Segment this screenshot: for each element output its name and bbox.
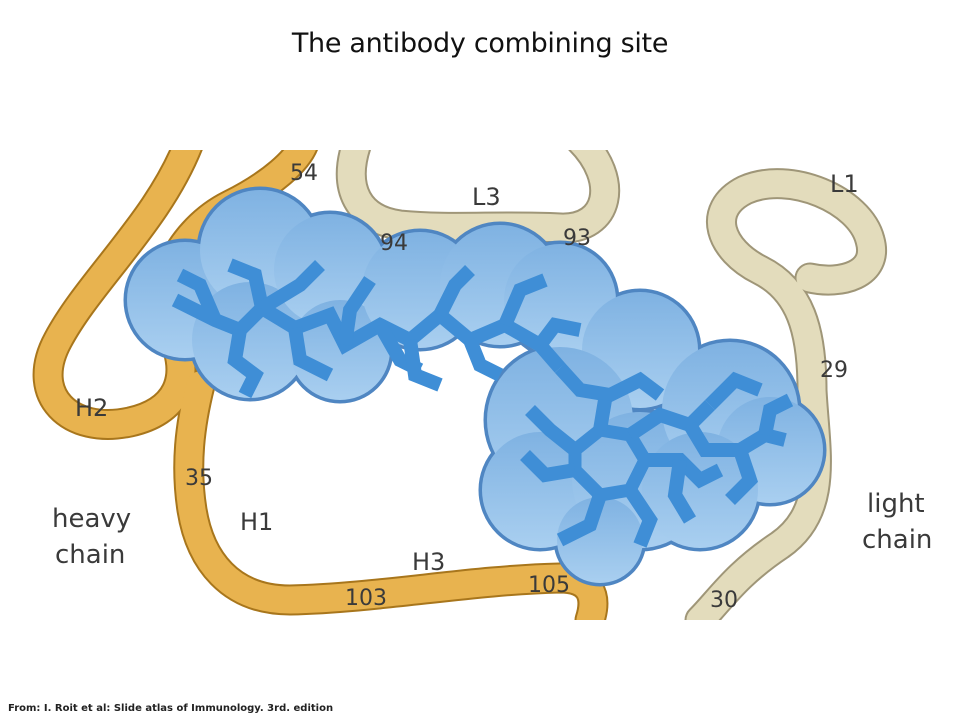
region-L3: L3 bbox=[472, 183, 501, 211]
region-labels: L3 L1 H2 H1 H3 bbox=[75, 170, 859, 576]
region-H3: H3 bbox=[412, 548, 445, 576]
light-chain-label-line-2: chain bbox=[862, 525, 932, 555]
heavy-chain-label-line-1: heavy bbox=[52, 504, 131, 534]
heavy-chain-label-line-2: chain bbox=[55, 540, 125, 570]
region-L1: L1 bbox=[830, 170, 859, 198]
residue-93: 93 bbox=[563, 226, 591, 251]
residue-labels: 54 35 103 105 94 93 29 30 bbox=[185, 161, 848, 613]
chain-labels: heavy chain light chain bbox=[52, 489, 932, 570]
antibody-combining-site-figure: 54 35 103 105 94 93 29 30 L3 L1 H2 H1 H3… bbox=[0, 150, 960, 620]
figure-credit: From: I. Roit et al: Slide atlas of Immu… bbox=[8, 703, 334, 714]
residue-105: 105 bbox=[528, 573, 570, 598]
residue-103: 103 bbox=[345, 586, 387, 611]
antigen-molecule bbox=[171, 258, 794, 548]
residue-94: 94 bbox=[380, 231, 408, 256]
residue-35: 35 bbox=[185, 466, 213, 491]
slide-title: The antibody combining site bbox=[291, 28, 669, 59]
residue-29: 29 bbox=[820, 358, 848, 383]
residue-54: 54 bbox=[290, 161, 318, 186]
residue-30: 30 bbox=[710, 588, 738, 613]
antigen-cloud bbox=[123, 186, 827, 587]
figure-canvas: 54 35 103 105 94 93 29 30 L3 L1 H2 H1 H3… bbox=[32, 150, 932, 620]
region-H1: H1 bbox=[240, 508, 273, 536]
region-H2: H2 bbox=[75, 394, 108, 422]
light-chain-label-line-1: light bbox=[867, 489, 925, 519]
